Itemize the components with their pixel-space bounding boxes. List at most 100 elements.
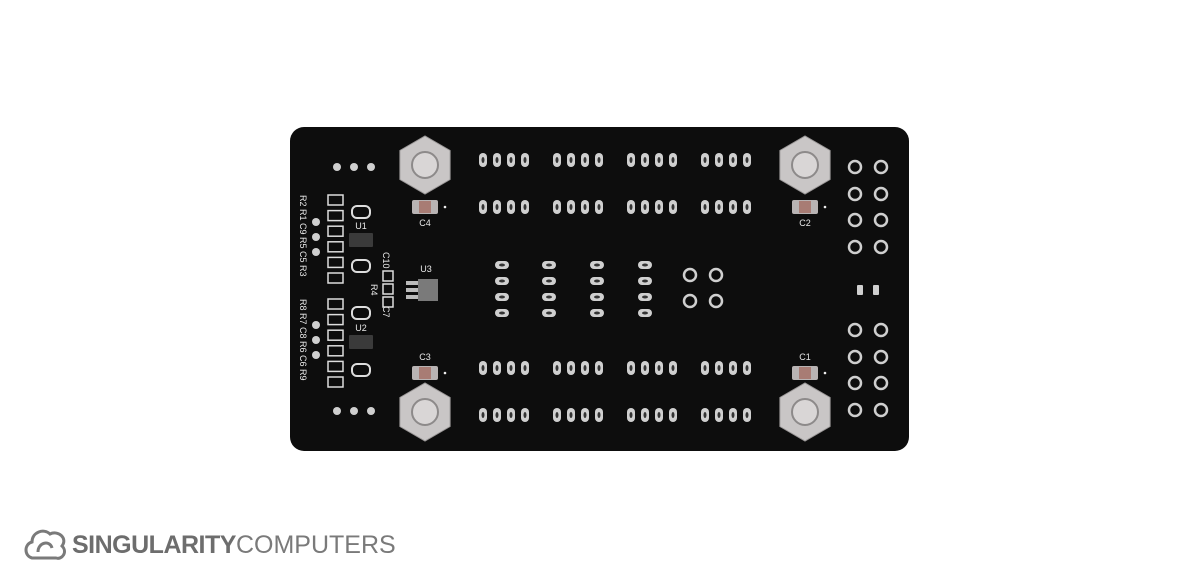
round-pad [847, 349, 863, 365]
pad-hole [717, 365, 721, 371]
pad-hole [703, 204, 707, 210]
via [333, 407, 341, 415]
standoff-screw [411, 151, 439, 179]
via [312, 248, 320, 256]
pad-hole [481, 157, 485, 163]
pad-hole [569, 157, 573, 163]
via [350, 163, 358, 171]
small-component [382, 283, 394, 295]
led-pad [351, 363, 371, 377]
pad-hole [509, 412, 513, 418]
pad-hole [569, 204, 573, 210]
pad-hole [642, 311, 648, 315]
brand-name-bold: SINGULARITY [72, 530, 236, 559]
label-left-top-group: R2 R1 C9 R5 C5 R3 [298, 195, 308, 277]
pad-hole [629, 204, 633, 210]
pad-hole [523, 157, 527, 163]
round-pad [708, 267, 724, 283]
regulator-lead [406, 288, 418, 292]
label-c4: C4 [419, 218, 431, 228]
pad-hole [555, 204, 559, 210]
resistor [327, 360, 344, 373]
round-pad [873, 322, 889, 338]
label-r4: R4 [369, 284, 379, 296]
pad-hole [745, 157, 749, 163]
resistor [327, 376, 344, 388]
pad-hole [657, 204, 661, 210]
via [312, 321, 320, 329]
resistor [327, 225, 344, 237]
pad-hole [569, 365, 573, 371]
pad-hole [703, 412, 707, 418]
pad-hole [555, 365, 559, 371]
pad-hole [657, 157, 661, 163]
pad-hole [546, 279, 552, 283]
round-pad [873, 239, 889, 255]
pad-hole [583, 157, 587, 163]
pad-hole [499, 295, 505, 299]
round-pad [847, 322, 863, 338]
round-pad [873, 349, 889, 365]
round-pad [847, 186, 863, 202]
round-pad [873, 159, 889, 175]
pad-hole [597, 412, 601, 418]
pad-hole [629, 412, 633, 418]
resistor [327, 272, 344, 284]
round-pad [847, 375, 863, 391]
round-pad [873, 402, 889, 418]
pad-hole [495, 412, 499, 418]
pin1-dot [823, 205, 827, 209]
pad-hole [495, 157, 499, 163]
pad-hole [703, 157, 707, 163]
pad-hole [731, 365, 735, 371]
pad-hole [643, 365, 647, 371]
pin1-dot [823, 371, 827, 375]
pin1-dot [443, 205, 447, 209]
standoff-screw [411, 398, 439, 426]
round-pad [682, 293, 698, 309]
pad-hole [745, 412, 749, 418]
swirl-cloud-icon [24, 529, 66, 560]
round-pad [873, 186, 889, 202]
smd-pad [857, 285, 863, 295]
round-pad [847, 402, 863, 418]
pad-hole [703, 365, 707, 371]
led-pad [351, 306, 371, 320]
round-pad [873, 212, 889, 228]
via [333, 163, 341, 171]
label-c7: C7 [381, 306, 391, 318]
pad-hole [671, 157, 675, 163]
round-pad [847, 159, 863, 175]
pad-hole [555, 157, 559, 163]
label-c3: C3 [419, 352, 431, 362]
via [367, 407, 375, 415]
pad-hole [642, 263, 648, 267]
pad-hole [509, 204, 513, 210]
pad-hole [642, 295, 648, 299]
resistor [327, 194, 344, 206]
pad-hole [745, 365, 749, 371]
round-pad [873, 375, 889, 391]
pad-hole [583, 412, 587, 418]
pad-hole [671, 412, 675, 418]
pad-hole [629, 157, 633, 163]
round-pad [682, 267, 698, 283]
pad-hole [509, 157, 513, 163]
pad-hole [731, 412, 735, 418]
pad-hole [657, 412, 661, 418]
ic-chip [349, 233, 373, 247]
pad-hole [717, 157, 721, 163]
resistor [327, 241, 344, 253]
pad-hole [671, 365, 675, 371]
pad-hole [594, 279, 600, 283]
resistor [327, 209, 344, 222]
ic-chip [349, 335, 373, 349]
via [312, 218, 320, 226]
pad-hole [499, 311, 505, 315]
standoff-screw [791, 151, 819, 179]
standoff-screw [791, 398, 819, 426]
regulator-lead [406, 295, 418, 299]
label-left-bottom-group: R8 R7 C8 R6 C6 R9 [298, 299, 308, 381]
resistor [327, 329, 344, 341]
